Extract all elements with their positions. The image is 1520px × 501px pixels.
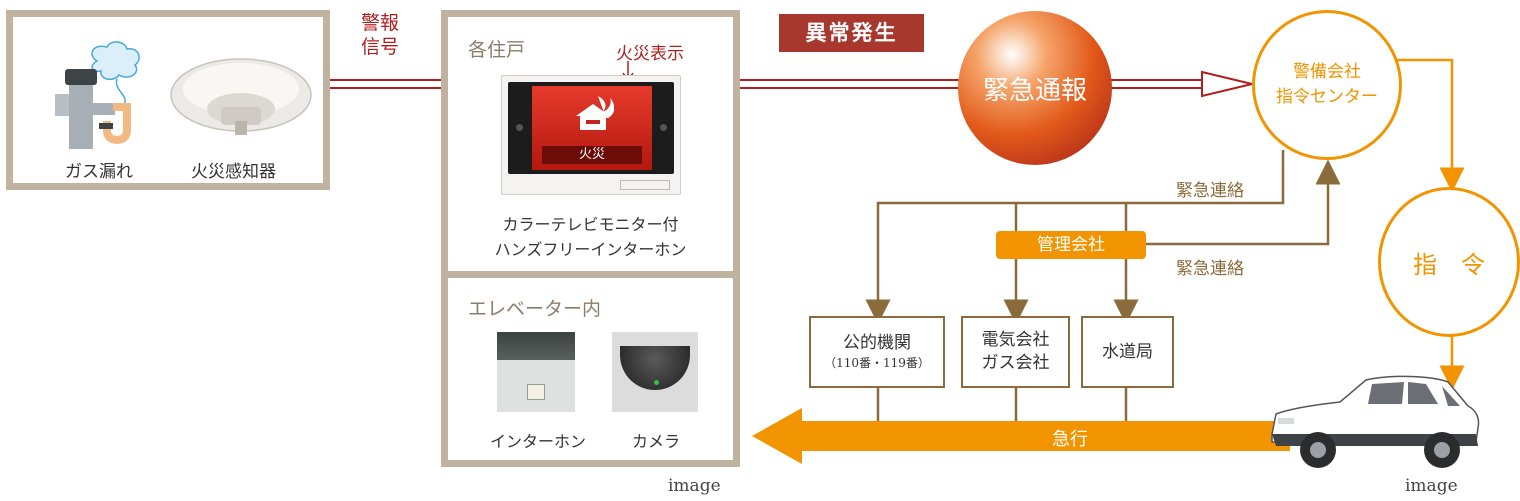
monitor-screen-text: 火災 [542, 146, 642, 164]
fire-detector-icon [170, 58, 312, 135]
sensors-frame: ガス漏れ 火災感知器 [6, 10, 330, 190]
gas-leak-icon [55, 41, 140, 149]
monitor-button-left [516, 124, 523, 131]
agency-water-label: 水道局 [1102, 341, 1153, 362]
command-circle-visible: 指 令 [1378, 187, 1520, 337]
emergency-contact-label-2: 緊急連絡 [1176, 259, 1244, 279]
alarm-signal-label: 警報信号 [360, 12, 399, 58]
rush-label: 急行 [1052, 429, 1088, 450]
monitor-screen: 火災 [532, 86, 652, 170]
command-line [1392, 58, 1465, 391]
security-center-circle: 警備会社 指令センター [1252, 10, 1402, 160]
emergency-report-ball [958, 11, 1112, 165]
agency-public-sub: （110番・119番） [824, 356, 930, 371]
rush-arrow [752, 408, 1290, 464]
agency-public: 公的機関 （110番・119番） [809, 316, 945, 388]
elevator-frame: エレベーター内 インターホン カメラ [441, 271, 740, 467]
management-company-badge: 管理会社 [996, 231, 1146, 259]
alarm-signal-line [328, 79, 444, 89]
image-caption-1: image [668, 476, 721, 496]
fire-display-label: 火災表示 [616, 44, 684, 64]
elevator-title: エレベーター内 [468, 298, 602, 320]
intercom-monitor: 火災 [501, 75, 681, 195]
monitor-control-strip [620, 180, 670, 190]
command-label: 指 令 [1413, 250, 1485, 279]
monitor-caption-line2: ハンズフリーインターホン [494, 239, 687, 259]
patrol-car-icon [1271, 375, 1480, 468]
emergency-report-label: 緊急通報 [982, 76, 1087, 106]
fire-detector-label: 火災感知器 [191, 162, 276, 182]
agency-utility: 電気会社 ガス会社 [961, 316, 1070, 388]
agency-utility-label: 電気会社 ガス会社 [981, 330, 1050, 373]
elevator-camera-label: カメラ [632, 432, 681, 451]
monitor-caption: カラーテレビモニター付 ハンズフリーインターホン [448, 213, 733, 263]
agency-water: 水道局 [1081, 316, 1174, 388]
residence-title: 各住戸 [468, 39, 526, 61]
monitor-caption-line1: カラーテレビモニター付 [502, 215, 679, 234]
emergency-contact-label-1: 緊急連絡 [1176, 181, 1244, 201]
contact-line-center-to-agencies [865, 150, 1341, 424]
elevator-intercom-image [497, 332, 575, 412]
elevator-camera-image [612, 332, 698, 412]
residence-frame: 各住戸 火災表示 火災 カラーテレビモニター付 ハンズフリーインターホン [441, 10, 740, 278]
gas-leak-label: ガス漏れ [65, 162, 133, 182]
abnormal-badge: 異常発生 [779, 14, 924, 52]
security-center-label: 警備会社 指令センター [1276, 62, 1378, 107]
monitor-button-right [660, 124, 667, 131]
monitor-bezel: 火災 [508, 82, 674, 174]
fire-house-icon [576, 96, 614, 130]
elevator-intercom-label: インターホン [490, 432, 587, 451]
agency-public-label: 公的機関 [843, 333, 911, 354]
image-caption-2: image [1405, 476, 1458, 496]
